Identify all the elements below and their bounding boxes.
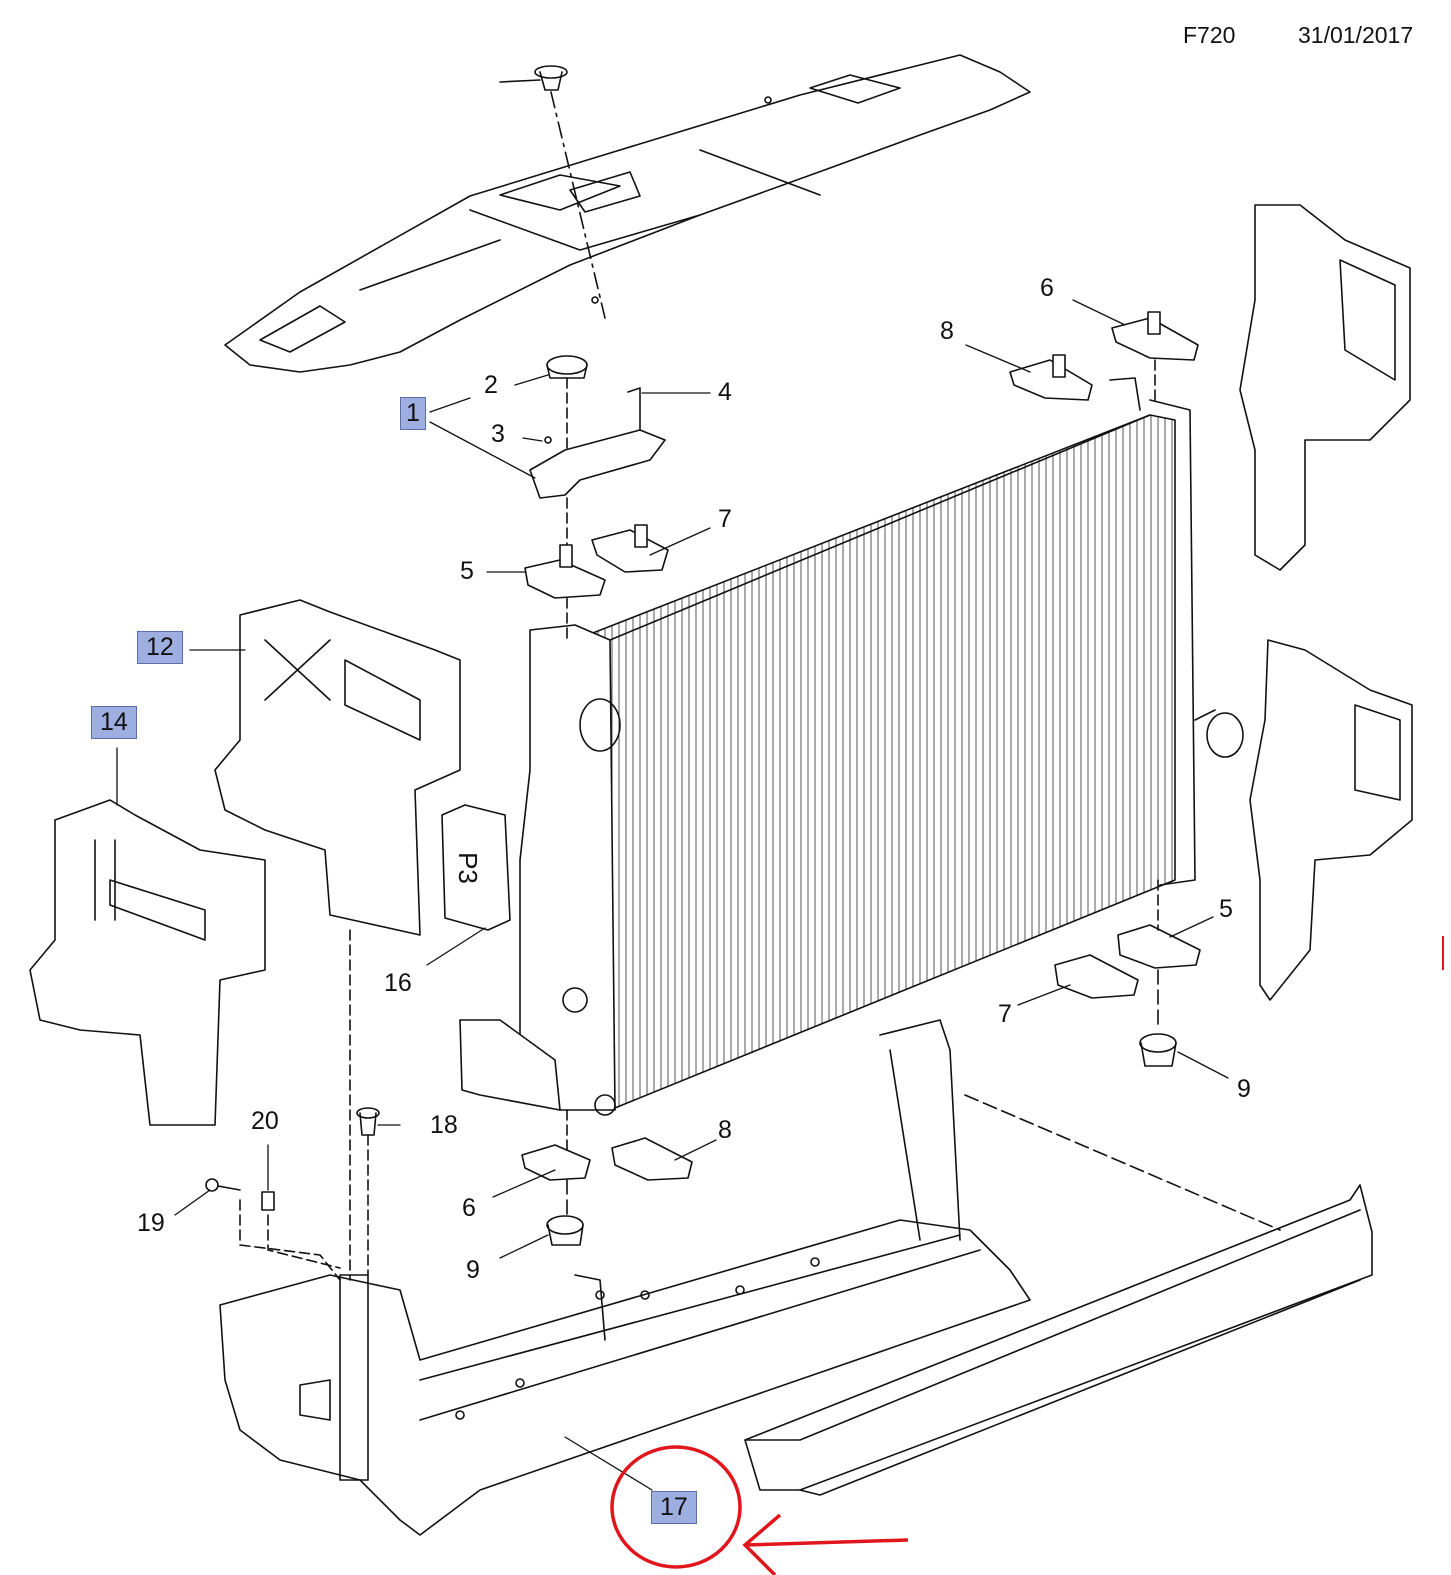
callout-12[interactable]: 12 [137,631,183,664]
red-annotation [610,1445,909,1575]
diagram-date: 31/01/2017 [1298,22,1414,48]
callout-8: 8 [718,1116,732,1144]
callout-7: 7 [998,1000,1012,1028]
upper-air-deflector [224,54,1031,373]
radiator-upper-bracket [529,355,666,546]
push-pin-fastener-top [499,65,606,319]
part-marking-p3: P3 [452,852,483,884]
callout-4: 4 [718,378,732,406]
arrow-icon [742,1513,909,1575]
lower-radiator-support-17 [219,1019,1031,1536]
callout-9: 9 [466,1256,480,1284]
callout-9: 9 [1237,1075,1251,1103]
callout-18: 18 [430,1111,458,1139]
left-air-baffle-14 [29,799,266,1126]
callout-5: 5 [1219,895,1233,923]
callout-5: 5 [460,557,474,585]
callout-7: 7 [718,505,732,533]
callout-14[interactable]: 14 [91,706,137,739]
callout-6: 6 [1040,274,1054,302]
callout-16: 16 [384,969,412,997]
callout-19: 19 [137,1209,165,1237]
left-air-baffle-12 [214,599,461,936]
callout-2: 2 [484,371,498,399]
fasteners-18-19-20 [205,929,380,1281]
callout-3: 3 [491,420,505,448]
lower-air-deflector [744,1184,1373,1496]
lower-mounting-insulators [521,879,1201,1246]
right-air-baffle-upper [1239,204,1411,571]
right-air-baffle-lower [1249,639,1413,1001]
assembly-guide-lines [566,969,1281,1231]
upper-mounting-insulators [524,311,1199,641]
diagram-code: F720 [1183,22,1236,48]
callout-8: 8 [940,317,954,345]
highlight-circle [610,1445,742,1569]
callout-17[interactable]: 17 [651,1491,697,1524]
callout-20: 20 [251,1107,279,1135]
callout-6: 6 [462,1194,476,1222]
callout-1[interactable]: 1 [400,397,426,430]
seal-16 [441,804,511,931]
callout-leader-lines [116,299,1229,1491]
radiator [459,377,1244,1116]
